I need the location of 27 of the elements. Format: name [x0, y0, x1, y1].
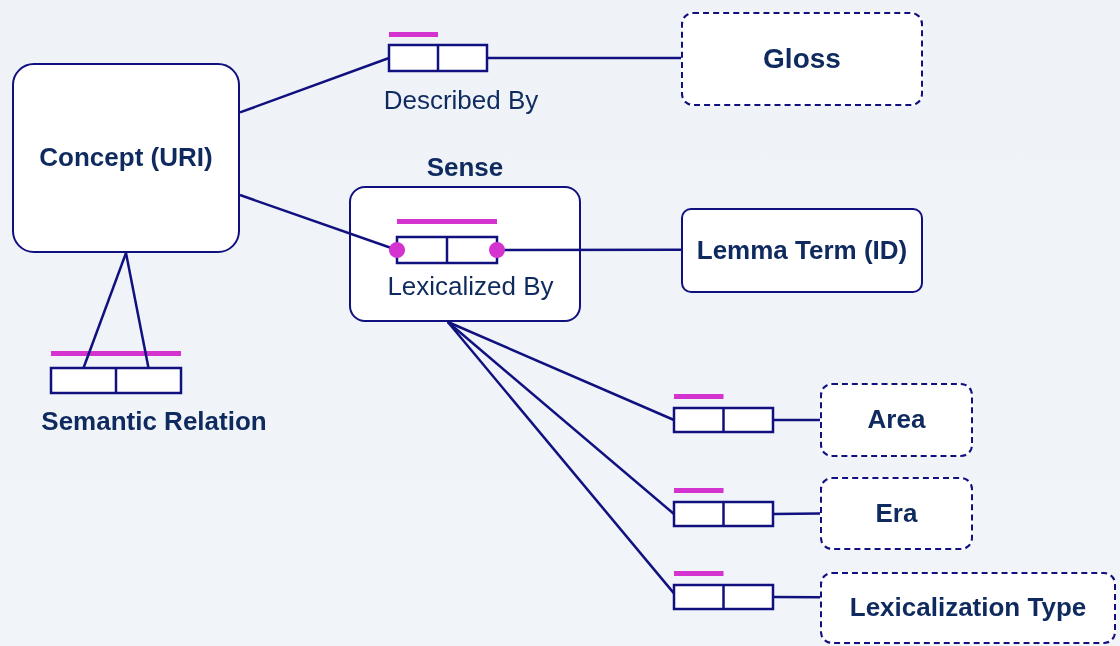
entity-name: Lexicalization Type — [849, 593, 1087, 623]
fact-type-reading: Semantic Relation — [40, 406, 268, 436]
entity-box — [12, 63, 240, 253]
group-heading: Sense — [425, 152, 505, 182]
value-type-box — [820, 572, 1116, 644]
connector-line — [124, 252, 150, 369]
connector-line — [773, 595, 820, 599]
value-type-box — [820, 477, 973, 550]
connector-line — [487, 56, 681, 60]
connector-line — [773, 512, 820, 516]
entity-name: Concept (URI) — [39, 143, 213, 173]
entity-box — [681, 208, 923, 293]
fact-type-reading: Lexicalized By — [386, 270, 555, 301]
connector-line — [239, 56, 390, 114]
connector-line — [447, 320, 675, 422]
connector-line — [489, 242, 681, 258]
connector-line — [446, 321, 675, 595]
connector-line — [239, 193, 405, 258]
value-type-box — [681, 12, 923, 106]
entity-name: Gloss — [763, 42, 841, 76]
connector-line — [773, 418, 820, 422]
entity-name: Era — [875, 498, 918, 529]
entity-name: Lemma Term (ID) — [696, 235, 908, 266]
fact-type-reading: Described By — [382, 85, 540, 115]
entity-name: Area — [867, 405, 926, 435]
value-type-box — [820, 383, 973, 457]
connector-line — [82, 252, 128, 369]
